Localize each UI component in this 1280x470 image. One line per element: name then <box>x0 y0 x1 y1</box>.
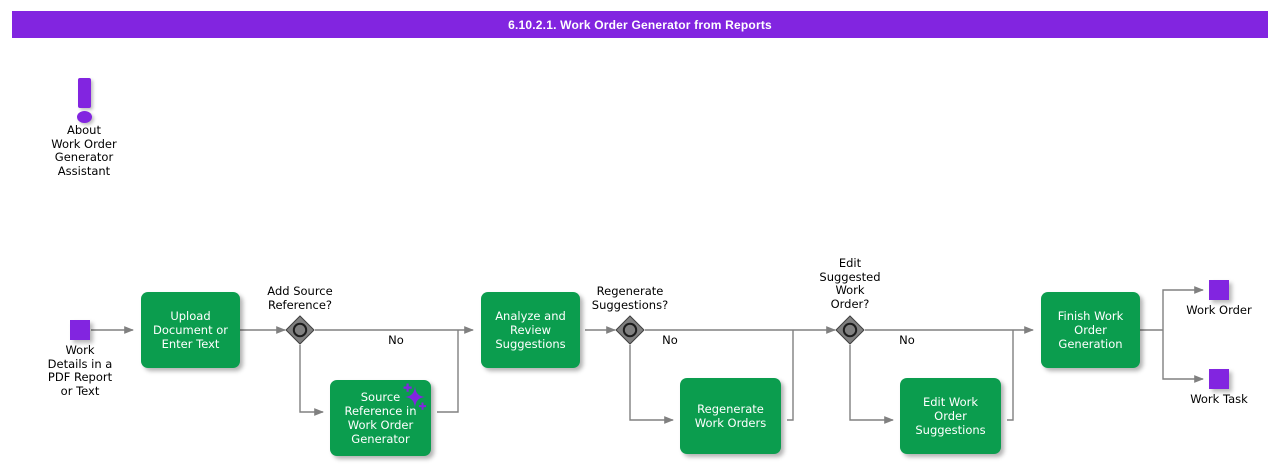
gateway-edit-suggested-work-order-label: Edit Suggested Work Order? <box>819 256 881 311</box>
task-label: Edit Work Order Suggestions <box>915 395 986 437</box>
work-order-data-object[interactable] <box>1209 280 1229 300</box>
exclamation-mark-icon <box>34 78 134 124</box>
page-title: 6.10.2.1. Work Order Generator from Repo… <box>12 11 1268 38</box>
work-details-label: Work Details in a PDF Report or Text <box>47 343 113 398</box>
ai-sparkle-icon <box>396 381 428 413</box>
flow-label-no-regenerate: No <box>662 333 678 347</box>
task-label: Source Reference in Work Order Generator <box>344 390 417 446</box>
task-analyze-and-review-suggestions[interactable]: Analyze and Review Suggestions <box>481 292 580 368</box>
gateway-edit-suggested-work-order[interactable] <box>835 315 865 345</box>
task-finish-work-order-generation[interactable]: Finish Work Order Generation <box>1041 292 1140 368</box>
work-details-data-object[interactable] <box>70 320 90 340</box>
task-label: Analyze and Review Suggestions <box>495 309 566 351</box>
gateway-regenerate-suggestions-label: Regenerate Suggestions? <box>591 284 669 312</box>
task-source-reference-in-work-order-generator[interactable]: Source Reference in Work Order Generator <box>330 380 431 456</box>
work-order-label: Work Order <box>1186 303 1252 317</box>
task-label: Regenerate Work Orders <box>694 402 767 430</box>
work-task-data-object[interactable] <box>1209 369 1229 389</box>
gateway-add-source-reference[interactable] <box>285 315 315 345</box>
task-edit-work-order-suggestions[interactable]: Edit Work Order Suggestions <box>900 378 1001 454</box>
about-annotation-label: About Work Order Generator Assistant <box>51 123 117 178</box>
gateway-regenerate-suggestions[interactable] <box>615 315 645 345</box>
flow-label-no-add-source: No <box>388 333 404 347</box>
task-upload-document-or-enter-text[interactable]: Upload Document or Enter Text <box>141 292 240 368</box>
work-task-label: Work Task <box>1190 392 1248 406</box>
task-label: Upload Document or Enter Text <box>153 309 228 351</box>
flow-label-no-edit: No <box>899 333 915 347</box>
about-annotation: About Work Order Generator Assistant <box>34 78 134 178</box>
gateway-add-source-reference-label: Add Source Reference? <box>267 284 333 312</box>
task-label: Finish Work Order Generation <box>1057 309 1124 351</box>
task-regenerate-work-orders[interactable]: Regenerate Work Orders <box>680 378 781 454</box>
